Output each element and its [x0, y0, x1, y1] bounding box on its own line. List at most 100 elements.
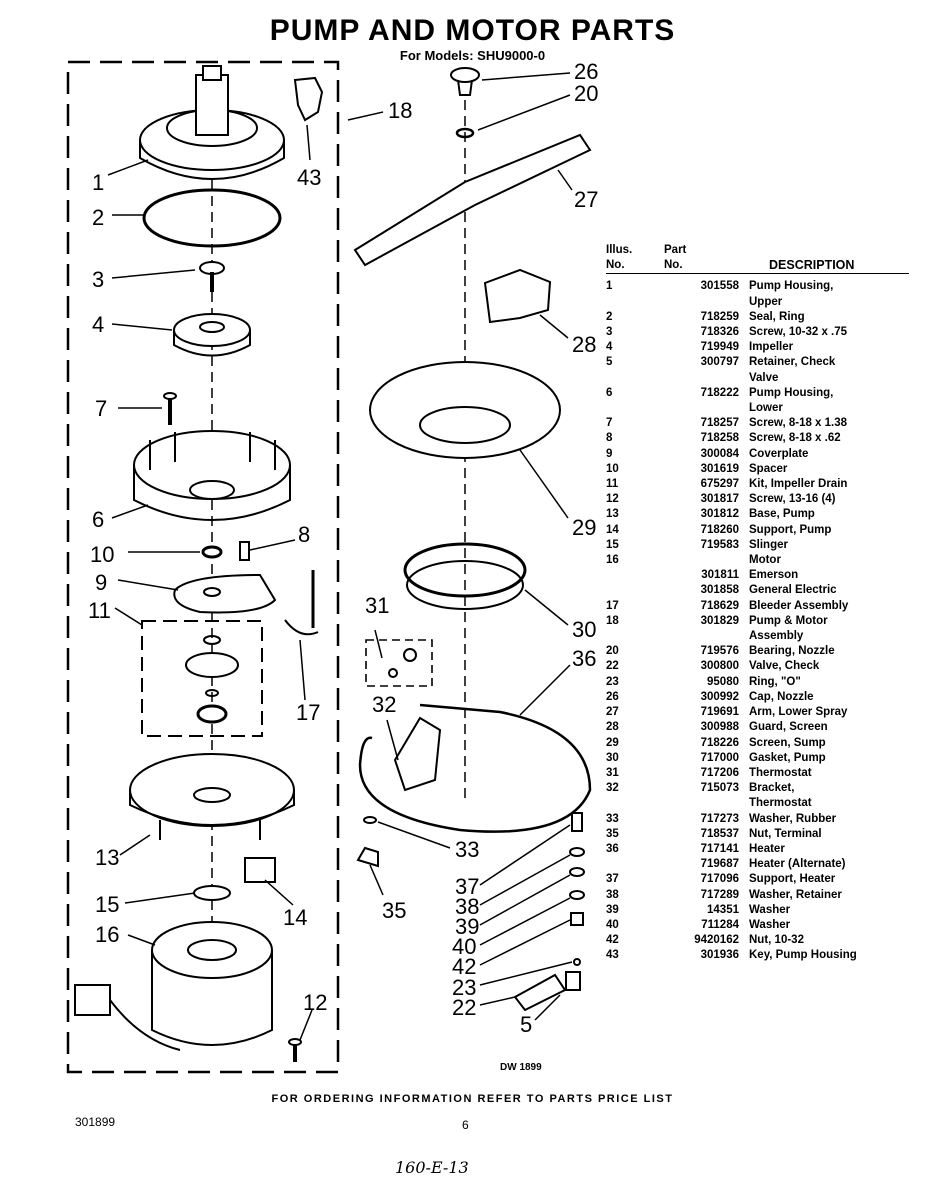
- row-part-number: 718258: [700, 432, 739, 445]
- base-screw: [288, 1038, 302, 1062]
- callout-42: 42: [452, 954, 476, 979]
- row-description: Washer, Retainer: [749, 888, 909, 903]
- row-part-number: 300988: [700, 721, 739, 734]
- row-part-number: 301812: [700, 508, 739, 521]
- row-part-number: 719687: [700, 858, 739, 871]
- row-illus-number: 14: [606, 523, 619, 536]
- row-illus-number: [606, 857, 646, 872]
- callout-35: 35: [382, 898, 406, 923]
- header-part: Part: [664, 244, 687, 256]
- row-illus-number: 4: [606, 341, 613, 354]
- callout-1: 1: [92, 170, 104, 195]
- row-illus-number: 9: [606, 447, 613, 460]
- row-description: Arm, Lower Spray: [749, 705, 909, 720]
- row-illus-number: 22: [606, 660, 619, 673]
- row-part-number: 14351: [707, 903, 739, 916]
- row-illus-number: 29: [606, 736, 619, 749]
- row-description-line: Arm, Lower Spray: [749, 706, 848, 719]
- callout-13: 13: [95, 845, 119, 870]
- row-part-number: 301858: [700, 584, 739, 597]
- callout-43: 43: [297, 165, 321, 190]
- callout-32: 32: [372, 692, 396, 717]
- row-description: Seal, Ring: [749, 310, 909, 325]
- row-description-line: Heater: [749, 842, 785, 855]
- row-illus-number: 10: [606, 462, 619, 475]
- kit-boundary: [141, 620, 263, 737]
- row-illus-number: 30: [606, 751, 619, 764]
- callout-40: 40: [452, 934, 476, 959]
- callout-8: 8: [298, 522, 310, 547]
- row-part-number: 719949: [700, 341, 739, 354]
- drawing-number: DW 1899: [500, 1062, 542, 1073]
- row-description: Coverplate: [749, 447, 909, 462]
- row-part-number: 719576: [700, 645, 739, 658]
- row-description-line: Screw, 13-16 (4): [749, 493, 836, 506]
- callout-12: 12: [303, 990, 327, 1015]
- coverplate-screw: [239, 541, 250, 561]
- row-description: Pump Housing,Upper: [749, 279, 909, 309]
- row-part-number: 717273: [700, 812, 739, 825]
- row-description: Washer: [749, 903, 909, 918]
- row-description-line: Washer: [749, 918, 791, 931]
- row-description-line: Screw, 8-18 x .62: [749, 432, 841, 445]
- row-part-number: 300992: [700, 690, 739, 703]
- row-description-line: Heater (Alternate): [749, 858, 846, 871]
- callout-10: 10: [90, 542, 114, 567]
- table-row: 719687 Heater (Alternate): [606, 857, 909, 872]
- row-illus-number: 33: [606, 812, 619, 825]
- row-illus-number: 13: [606, 508, 619, 521]
- row-part-number: 675297: [700, 478, 739, 491]
- row-description-line: Guard, Screen: [749, 721, 828, 734]
- row-illus-number: 17: [606, 599, 619, 612]
- callout-37: 37: [455, 874, 479, 899]
- row-part-number: 717206: [700, 766, 739, 779]
- header-part-no: No.: [646, 258, 749, 275]
- row-description-line: Slinger: [749, 538, 788, 551]
- row-illus-number: 3: [606, 326, 613, 339]
- impeller-screw: [199, 261, 225, 292]
- row-illus-number: 5: [606, 356, 613, 369]
- callout-30: 30: [572, 617, 596, 642]
- row-description-line: Nut, 10-32: [749, 934, 804, 947]
- row-description: Nut, Terminal: [749, 827, 909, 842]
- row-illus-number: 36: [606, 842, 619, 855]
- row-illus-number: 35: [606, 827, 619, 840]
- row-illus-number: 28: [606, 721, 619, 734]
- housing-screw: [163, 392, 177, 425]
- row-description-line: Nut, Terminal: [749, 827, 822, 840]
- row-description-line: Thermostat: [749, 797, 812, 810]
- row-description-line: Retainer, Check: [749, 356, 836, 369]
- row-description-line: General Electric: [749, 584, 837, 597]
- row-part-number: [646, 553, 749, 568]
- row-description: Cap, Nozzle: [749, 690, 909, 705]
- row-description-line: Pump Housing,: [749, 280, 834, 293]
- row-description: Bracket,Thermostat: [749, 781, 909, 811]
- row-description-line: Coverplate: [749, 447, 809, 460]
- row-illus-number: 16: [606, 554, 619, 567]
- callout-6: 6: [92, 507, 104, 532]
- row-illus-number: 31: [606, 766, 619, 779]
- row-illus-number: 11: [606, 478, 619, 491]
- row-description: Gasket, Pump: [749, 751, 909, 766]
- row-description: Thermostat: [749, 766, 909, 781]
- row-description-line: Thermostat: [749, 766, 812, 779]
- callout-27: 27: [574, 187, 598, 212]
- row-description-line: Lower: [749, 402, 783, 415]
- row-illus-number: 1: [606, 280, 613, 293]
- header-description: DESCRIPTION: [749, 258, 909, 275]
- callout-26: 26: [574, 59, 598, 84]
- row-illus-number: 2: [606, 310, 613, 323]
- callout-2: 2: [92, 205, 104, 230]
